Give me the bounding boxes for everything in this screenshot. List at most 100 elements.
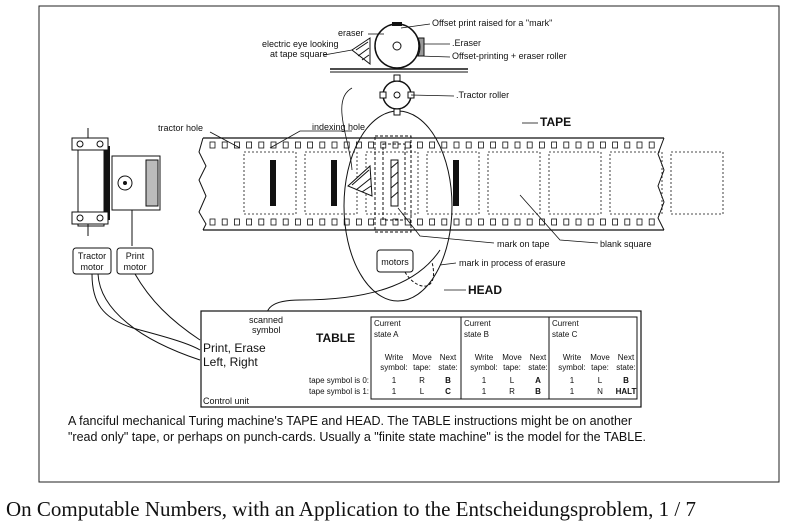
table-title: TABLE [316,331,355,345]
label-electric-eye-2: at tape square [270,49,328,59]
tractor-hole [258,141,265,149]
column-header: tape: [591,363,609,372]
tractor-hole [441,141,448,149]
motors-label: motors [381,257,409,267]
tape-square [304,151,358,215]
tractor-hole [343,141,350,149]
tractor-hole [575,141,582,149]
table-cell: L [598,376,603,385]
state-header: state B [464,330,489,339]
tape-square [426,151,480,215]
tractor-hole [490,141,497,149]
mark-being-erased [390,159,399,207]
tractor-hole [514,218,521,226]
table-cell: C [445,387,451,396]
electric-eye-on-tape [347,164,373,197]
column-header: symbol: [380,363,408,372]
state-header: state A [374,330,399,339]
tractor-hole [441,218,448,226]
tractor-hole [490,218,497,226]
tape-mark [453,160,459,206]
tractor-hole [209,218,216,226]
table-cell: R [509,387,515,396]
tractor-hole [636,141,643,149]
table-cell: L [510,376,515,385]
caption-line-2: "read only" tape, or perhaps on punch-ca… [68,430,646,444]
column-header: Write [475,353,494,362]
column-header: state: [528,363,548,372]
label-offset-raised: Offset print raised for a "mark" [432,18,552,28]
column-header: Next [530,353,547,362]
column-header: state: [616,363,636,372]
tape-mark [270,160,276,206]
tractor-hole [624,218,631,226]
label-scanned-2: symbol [252,325,281,335]
label-offset-roller: Offset-printing + eraser roller [452,51,567,61]
column-header: Move [412,353,432,362]
column-header: symbol: [558,363,586,372]
tape-square [243,151,297,215]
tape-square [487,151,541,215]
table-cell: 1 [482,376,487,385]
control-unit [200,310,642,408]
eraser-block [417,37,425,57]
tractor-hole [648,218,655,226]
table-cell: B [535,387,541,396]
tractor-hole [636,218,643,226]
tractor-hole [502,218,509,226]
tractor-hole [575,218,582,226]
tractor-hole [612,141,618,149]
tractor-hole [392,218,399,226]
label-tractor-hole: tractor hole [158,123,203,133]
table-cell: A [535,376,541,385]
tape-square [670,151,724,215]
diagram-border [38,5,780,483]
table-grid [370,316,638,400]
table-cell: B [623,376,629,385]
label-tractor-roller: .Tractor roller [456,90,509,100]
tape-square [609,151,663,215]
table-cell: HALT [616,387,637,396]
label-scanned-1: scanned [249,315,283,325]
row-label: tape symbol is 1: [309,387,369,396]
label-mark-on-tape: mark on tape [497,239,550,249]
tractor-hole [624,141,631,149]
tractor-hole [453,218,460,226]
tractor-hole [258,218,265,226]
tractor-hole [453,141,460,149]
tractor-hole [502,141,509,149]
tractor-motor-label-1: Tractor [78,251,106,261]
table-cell: 1 [392,387,397,396]
column-header: Move [502,353,522,362]
page-footer: On Computable Numbers, with an Applicati… [6,497,696,521]
tractor-hole [539,141,545,149]
tractor-hole [587,141,594,149]
tractor-hole [514,141,521,149]
tractor-hole [526,218,533,226]
motors-box [376,249,414,273]
tractor-hole [612,218,618,226]
tractor-hole [294,218,301,226]
table-cell: 1 [482,387,487,396]
column-header: Next [440,353,457,362]
tractor-hole [282,218,289,226]
table-cell: 1 [570,387,575,396]
tractor-hole [587,218,594,226]
tractor-hole [563,218,570,226]
head-window [374,135,412,233]
caption-line-1: A fanciful mechanical Turing machine's T… [68,414,632,428]
tractor-hole [233,218,240,226]
label-left-right: Left, Right [203,355,258,369]
tractor-hole [551,141,557,149]
leader-lines [209,23,599,266]
tractor-hole [355,218,362,226]
tractor-motor-label-2: motor [80,262,103,272]
tractor-hole [477,141,484,149]
state-header: Current [552,319,579,328]
tractor-hole [221,218,228,226]
tractor-hole [404,218,411,226]
table-cell: N [597,387,603,396]
